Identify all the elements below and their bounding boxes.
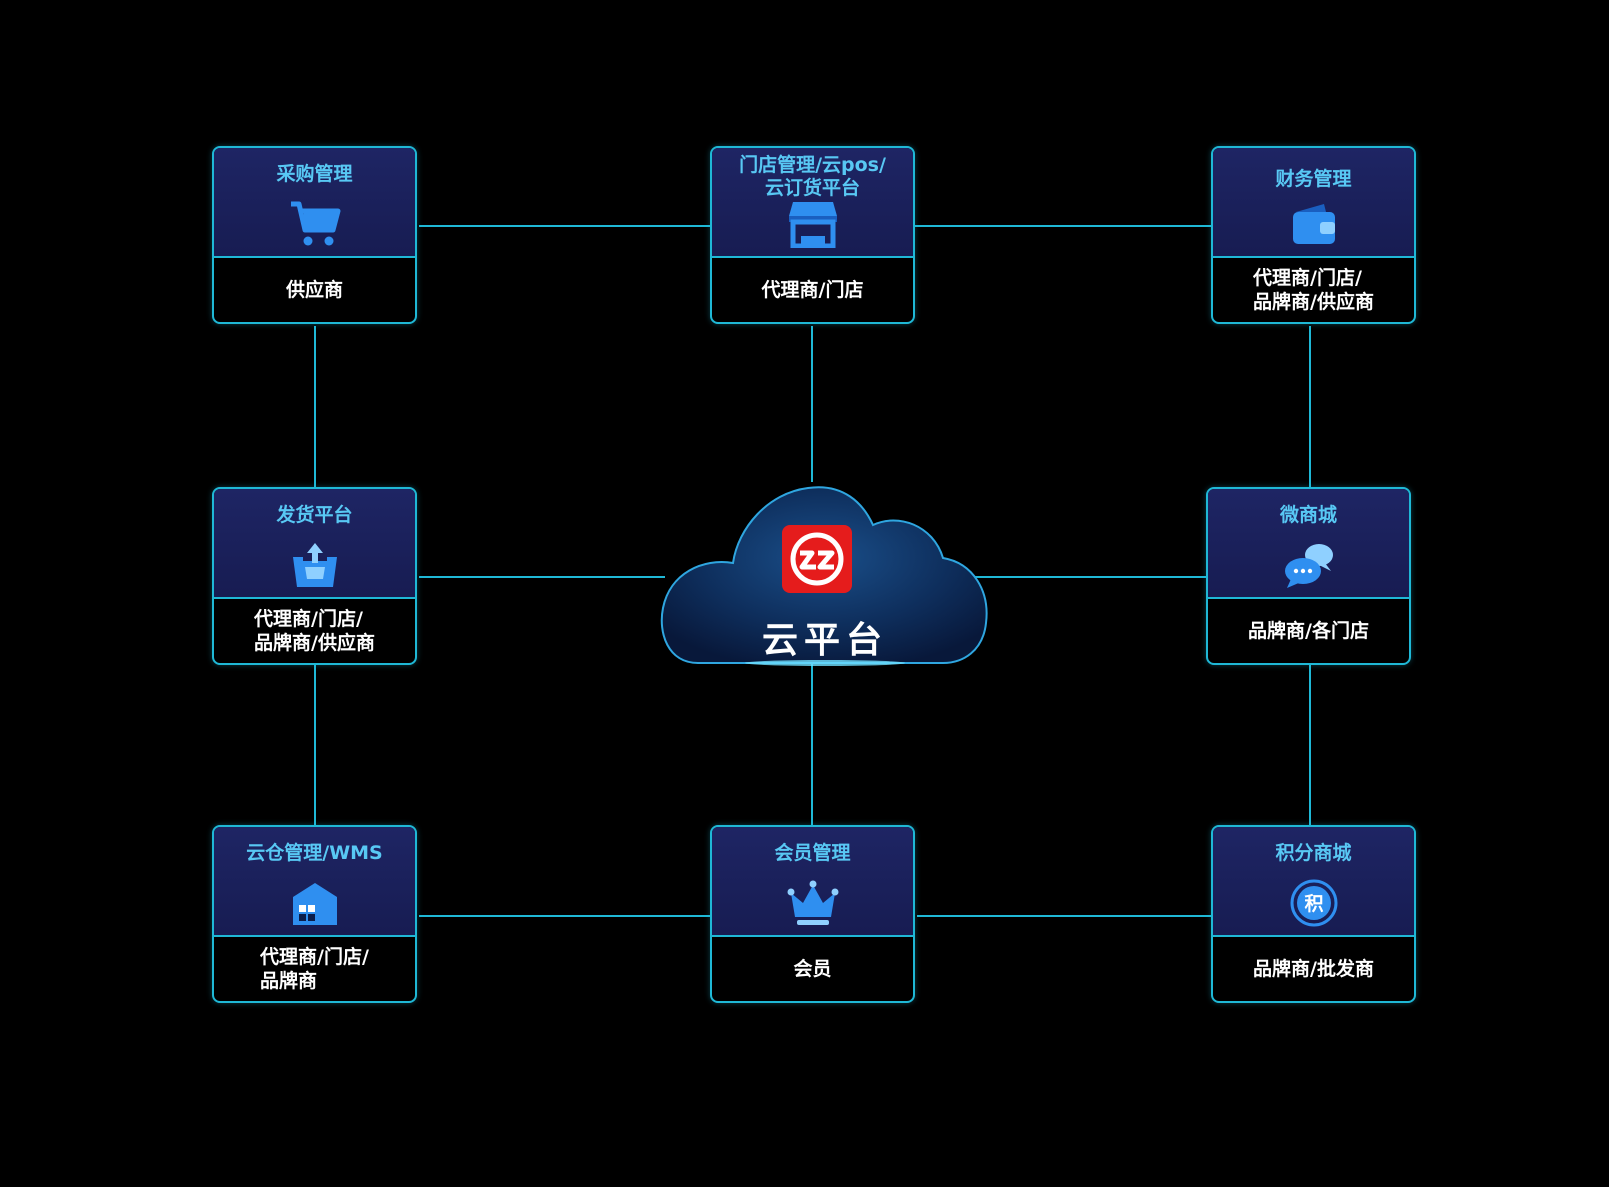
warehouse-icon [292, 883, 337, 925]
node-purchase[interactable]: 采购管理 供应商 [212, 146, 417, 324]
node-store[interactable]: 门店管理/云pos/ 云订货平台 代理商/门店 [710, 146, 915, 324]
shopping-cart-icon [290, 201, 340, 246]
node-member-title: 会员管理 [774, 842, 851, 864]
points-badge-text: 积 [1304, 893, 1323, 915]
node-points-mall-title: 积分商城 [1275, 842, 1352, 864]
outbox-upload-icon [292, 543, 337, 587]
storefront-icon [788, 202, 837, 248]
node-warehouse-title: 云仓管理/WMS [246, 842, 383, 864]
node-shipping-role: 代理商/门店/ 品牌商/供应商 [254, 608, 375, 654]
node-points-mall-role: 品牌商/批发商 [1253, 958, 1374, 980]
node-wechat-mall-role: 品牌商/各门店 [1248, 620, 1369, 642]
node-points-mall[interactable]: 积分商城 积 品牌商/批发商 [1211, 825, 1416, 1003]
points-badge-icon: 积 [1290, 879, 1337, 927]
node-purchase-role: 供应商 [285, 279, 343, 301]
node-shipping-title: 发货平台 [276, 504, 353, 526]
node-wechat-mall[interactable]: 微商城 品牌商/各门店 [1206, 487, 1411, 665]
node-purchase-title: 采购管理 [276, 163, 353, 185]
wallet-icon [1292, 204, 1335, 244]
node-finance-title: 财务管理 [1275, 168, 1352, 190]
cloud-platform: 云平台 [658, 473, 992, 673]
cloud-platform-label: 云平台 [761, 619, 888, 661]
chat-bubbles-icon [1284, 544, 1333, 588]
node-store-role: 代理商/门店 [761, 279, 864, 301]
node-wechat-mall-title: 微商城 [1279, 504, 1337, 526]
node-warehouse-role: 代理商/门店/ 品牌商 [260, 946, 369, 992]
node-finance[interactable]: 财务管理 代理商/门店/ 品牌商/供应商 [1211, 146, 1416, 324]
company-logo-icon [782, 525, 852, 593]
node-warehouse[interactable]: 云仓管理/WMS 代理商/门店/ 品牌商 [212, 825, 417, 1003]
node-member[interactable]: 会员管理 会员 [710, 825, 915, 1003]
node-finance-role: 代理商/门店/ 品牌商/供应商 [1253, 267, 1374, 313]
node-member-role: 会员 [793, 958, 832, 980]
node-shipping[interactable]: 发货平台 代理商/门店/ 品牌商/供应商 [212, 487, 417, 665]
node-store-title: 门店管理/云pos/ 云订货平台 [739, 154, 886, 199]
crown-icon [787, 880, 838, 925]
